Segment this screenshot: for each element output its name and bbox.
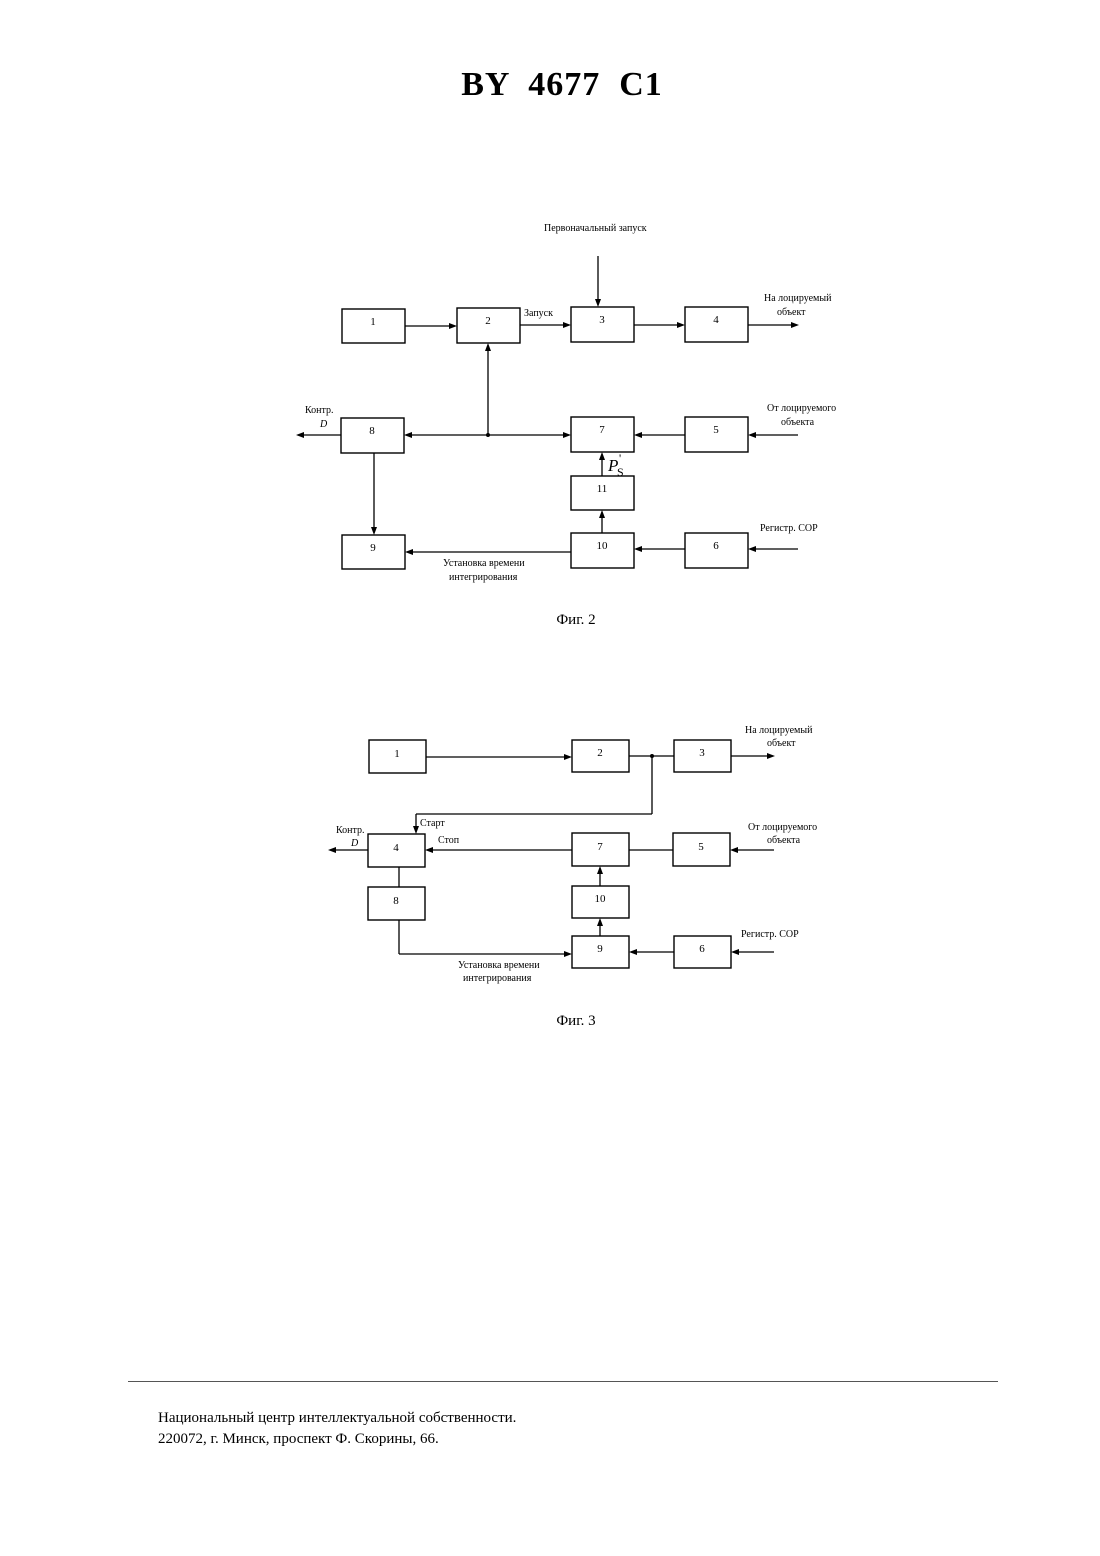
fig2-label-p-s-prime: P S ' (607, 451, 624, 479)
svg-text:11: 11 (597, 483, 608, 495)
svg-text:6: 6 (713, 540, 719, 552)
svg-text:10: 10 (597, 540, 609, 552)
fig2-label-start: Запуск (524, 308, 553, 319)
svg-text:1: 1 (370, 316, 376, 328)
fig3-label-start: Старт (420, 818, 445, 829)
fig3-label-from-object-1: От лоцируемого (748, 822, 817, 833)
fig2-block-1: 1 (342, 309, 405, 343)
footer: Национальный центр интеллектуальной собс… (158, 1408, 516, 1450)
fig3-label-control: Контр. (336, 825, 365, 836)
fig3-caption: Фиг. 3 (0, 1013, 1100, 1030)
fig2-label-set-time-2: интегрирования (449, 572, 518, 583)
svg-text:1: 1 (394, 748, 400, 760)
fig3-block-5: 5 (673, 833, 730, 866)
fig2-caption: Фиг. 2 (0, 612, 1100, 629)
fig3-block-2: 2 (572, 740, 629, 772)
fig3-label-control-d: D (350, 838, 359, 849)
svg-text:4: 4 (713, 314, 719, 326)
fig2-label-control: Контр. (305, 405, 334, 416)
fig2-label-set-time-1: Установка времени (443, 558, 525, 569)
fig2-label-from-object-1: От лоцируемого (767, 403, 836, 414)
svg-text:5: 5 (698, 841, 704, 853)
document-number: BY 4677 C1 (0, 66, 1100, 104)
svg-text:3: 3 (699, 747, 705, 759)
fig2-label-reg-sop: Регистр. СОР (760, 523, 818, 534)
svg-text:4: 4 (393, 842, 399, 854)
fig2-label-control-d: D (319, 419, 328, 430)
fig2-connections (296, 256, 799, 555)
figure-3-block-diagram: 1 2 3 4 5 6 7 8 9 10 (0, 710, 1100, 1000)
fig3-block-8: 8 (368, 887, 425, 920)
fig2-block-4: 4 (685, 307, 748, 342)
fig3-label-stop: Стоп (438, 835, 460, 846)
figure-2-block-diagram: 1 2 3 4 5 6 7 8 9 10 11 (0, 200, 1100, 600)
svg-text:10: 10 (595, 893, 607, 905)
svg-text:6: 6 (699, 943, 705, 955)
footer-address: 220072, г. Минск, проспект Ф. Скорины, 6… (158, 1429, 516, 1450)
fig3-block-1: 1 (369, 740, 426, 773)
fig3-label-set-time-2: интегрирования (463, 973, 532, 984)
svg-text:8: 8 (393, 895, 399, 907)
svg-text:': ' (619, 451, 621, 465)
fig2-label-from-object-2: объекта (781, 417, 815, 428)
fig3-label-to-object-2: объект (767, 738, 796, 749)
fig2-label-to-object-2: объект (777, 307, 806, 318)
fig3-label-set-time-1: Установка времени (458, 960, 540, 971)
fig3-label-from-object-2: объекта (767, 835, 801, 846)
svg-text:2: 2 (485, 315, 491, 327)
svg-text:9: 9 (370, 542, 376, 554)
fig3-block-9: 9 (572, 936, 629, 968)
svg-text:S: S (617, 465, 624, 479)
footer-divider (128, 1381, 998, 1382)
svg-text:9: 9 (597, 943, 603, 955)
fig3-label-to-object-1: На лоцируемый (745, 725, 813, 736)
fig2-label-initial-start: Первоначальный запуск (544, 223, 647, 234)
fig2-block-10: 10 (571, 533, 634, 568)
svg-text:7: 7 (597, 841, 603, 853)
svg-text:8: 8 (369, 425, 375, 437)
fig2-block-2: 2 (457, 308, 520, 343)
svg-text:2: 2 (597, 747, 603, 759)
fig2-block-8: 8 (341, 418, 404, 453)
fig2-block-5: 5 (685, 417, 748, 452)
svg-text:3: 3 (599, 314, 605, 326)
fig3-block-4: 4 (368, 834, 425, 867)
fig2-block-9: 9 (342, 535, 405, 569)
fig3-block-6: 6 (674, 936, 731, 968)
fig3-block-3: 3 (674, 740, 731, 772)
fig3-label-reg-sop: Регистр. СОР (741, 929, 799, 940)
fig3-block-7: 7 (572, 833, 629, 866)
fig2-block-3: 3 (571, 307, 634, 342)
fig3-block-10: 10 (572, 886, 629, 918)
fig2-block-6: 6 (685, 533, 748, 568)
fig2-block-11: 11 (571, 476, 634, 510)
svg-text:7: 7 (599, 424, 605, 436)
fig2-block-7: 7 (571, 417, 634, 452)
svg-text:5: 5 (713, 424, 719, 436)
footer-org: Национальный центр интеллектуальной собс… (158, 1408, 516, 1429)
fig2-label-to-object-1: На лоцируемый (764, 293, 832, 304)
